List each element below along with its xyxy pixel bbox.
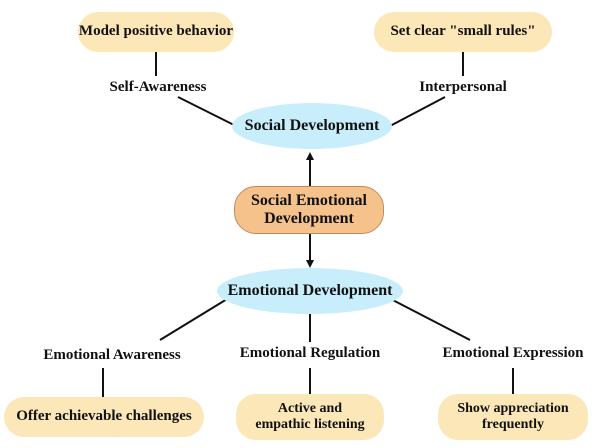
edge-label-self-awareness: Self-Awareness bbox=[109, 79, 207, 95]
line-emotional-to-expression bbox=[384, 295, 471, 341]
node-social-development-text: Social Development bbox=[244, 116, 380, 134]
leaf-set-clear-small-rules-text: Set clear "small rules" bbox=[390, 23, 536, 40]
edge-label-emotional-regulation: Emotional Regulation bbox=[239, 345, 381, 361]
line-interpersonal-to-social bbox=[389, 96, 446, 127]
leaf-offer-achievable-challenges-text: Offer achievable challenges bbox=[16, 408, 192, 425]
line-emotional-to-awareness bbox=[159, 295, 233, 341]
node-social-emotional-development: Social Emotional Development bbox=[234, 186, 384, 234]
leaf-set-clear-small-rules: Set clear "small rules" bbox=[374, 12, 552, 52]
node-emotional-development-text: Emotional Development bbox=[227, 281, 393, 299]
leaf-offer-achievable-challenges: Offer achievable challenges bbox=[4, 397, 204, 437]
node-emotional-development: Emotional Development bbox=[217, 268, 403, 314]
leaf-model-positive-behavior: Model positive behavior bbox=[78, 12, 234, 52]
leaf-show-appreciation-frequently: Show appreciation frequently bbox=[438, 394, 588, 440]
leaf-model-positive-behavior-text: Model positive behavior bbox=[78, 23, 234, 40]
edge-label-emotional-expression: Emotional Expression bbox=[442, 345, 584, 361]
node-social-emotional-development-text: Social Emotional Development bbox=[250, 191, 367, 227]
edge-label-interpersonal: Interpersonal bbox=[419, 79, 507, 95]
edge-label-emotional-awareness: Emotional Awareness bbox=[43, 347, 181, 363]
leaf-active-empathic-listening: Active and empathic listening bbox=[236, 394, 384, 440]
line-self-awareness-to-social bbox=[177, 96, 237, 127]
node-social-development: Social Development bbox=[232, 103, 392, 149]
leaf-active-empathic-listening-text: Active and empathic listening bbox=[255, 400, 365, 432]
leaf-show-appreciation-frequently-text: Show appreciation frequently bbox=[457, 400, 569, 432]
